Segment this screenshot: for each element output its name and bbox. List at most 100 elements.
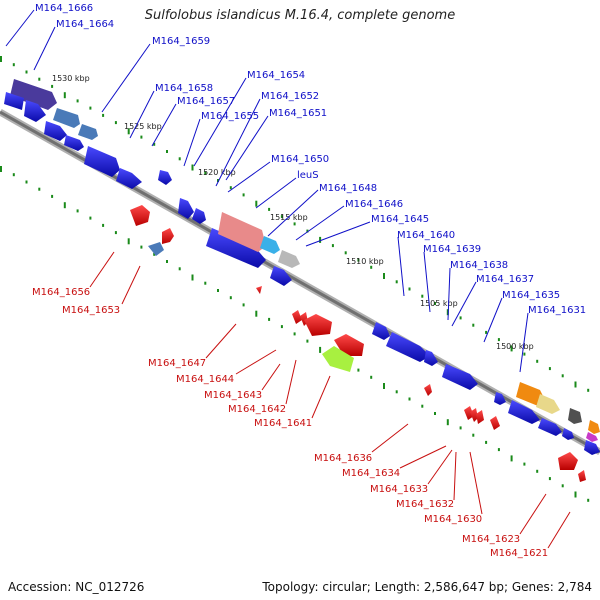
forward-genes (4, 79, 600, 455)
scale-tick (102, 113, 105, 117)
gene-label: M164_1632 (396, 499, 454, 510)
scale-tick (408, 287, 411, 291)
scale-tick (344, 251, 347, 255)
kbp-label: 1515 kbp (270, 213, 308, 222)
scale-tick (255, 200, 258, 207)
gene-label: M164_1658 (155, 83, 213, 94)
kbp-label: 1510 kbp (346, 257, 384, 266)
scale-tick (76, 99, 79, 103)
gene-m164-1621 (578, 470, 586, 482)
scale-tick (370, 265, 373, 269)
gene-block-4 (64, 135, 84, 151)
gene-block-2 (24, 100, 46, 122)
scale-tick (140, 245, 143, 249)
scale-tick (153, 142, 156, 146)
scale-tick (268, 207, 271, 211)
scale-tick (587, 388, 590, 392)
gene-label: M164_1653 (62, 305, 120, 316)
scale-tick (293, 332, 296, 336)
scale-tick (574, 491, 577, 498)
scale-tick (561, 484, 564, 488)
scale-tick (331, 244, 334, 248)
scale-tick (421, 404, 424, 408)
gene-m164-1666 (10, 79, 57, 110)
scale-tick (191, 164, 194, 171)
gene-block-9 (562, 428, 574, 440)
gene-m164-1639 (386, 332, 430, 362)
gene-label: M164_1654 (247, 70, 305, 81)
gene-label: M164_1638 (450, 260, 508, 271)
kbp-label: 1500 kbp (496, 342, 534, 351)
kbp-label: 1505 kbp (420, 299, 458, 308)
gene-m164-1640 (372, 322, 390, 340)
scale-tick (217, 289, 219, 292)
genome-title: Sulfolobus islandicus M.16.4, complete g… (144, 8, 456, 23)
scale-tick (536, 359, 539, 363)
gene-label: M164_1659 (152, 36, 210, 47)
scale-tick (114, 121, 117, 125)
gene-m164-1658 (84, 146, 120, 177)
gene-label: M164_1657 (177, 96, 235, 107)
gene-m164-1642 (304, 314, 332, 336)
bottom-gene-labels: M164_1656 M164_1653 M164_1647 M164_1644 … (32, 251, 571, 559)
gene-m164-1632 (476, 410, 484, 424)
scale-tick (166, 150, 168, 153)
scale-tick (523, 462, 526, 466)
gene-label: M164_1666 (35, 3, 93, 14)
gene-block-8 (538, 418, 562, 436)
scale-tick (63, 92, 66, 99)
gene-label: M164_1646 (345, 199, 403, 210)
scale-tick (370, 375, 373, 379)
gene-label: M164_1631 (528, 305, 586, 316)
gene-label: M164_1639 (423, 244, 481, 255)
gene-m164-1655 (158, 170, 172, 185)
scale-tick (255, 310, 258, 317)
scale-tick (204, 281, 207, 285)
scale-tick (229, 186, 232, 190)
gene-label: M164_1647 (148, 358, 206, 369)
scale-tick (140, 135, 143, 139)
gene-m164-1664 (53, 108, 80, 128)
scale-tick (497, 338, 500, 342)
scale-tick (548, 367, 551, 371)
gene-m164-1635 (494, 392, 506, 405)
scale-tick (497, 448, 500, 452)
scale-tick (102, 223, 105, 227)
gene-m164-1654 (178, 198, 194, 219)
gene-label: M164_1621 (490, 548, 548, 559)
scale-tick (217, 179, 219, 182)
scale-tick (434, 302, 436, 305)
gene-block-10 (588, 420, 600, 434)
scale-tick (523, 352, 526, 356)
gene-m164-1633 (470, 408, 478, 422)
gene-block-6 (536, 394, 560, 414)
scale-tick (191, 274, 194, 281)
scale-tick (89, 216, 92, 220)
gene-m164-1653-red (162, 228, 174, 244)
scale-tick (242, 303, 245, 307)
scale-tick (25, 180, 28, 184)
gene-label: M164_1642 (228, 404, 286, 415)
gene-label: M164_1655 (201, 111, 259, 122)
scale-tick (485, 330, 488, 334)
scale-tick (383, 383, 385, 389)
scale-tick (472, 433, 475, 437)
scale-tick (280, 325, 283, 329)
scale-tick (434, 412, 436, 415)
gene-label: M164_1650 (271, 154, 329, 165)
scale-tick (472, 323, 475, 327)
gene-m164-1634 (464, 406, 474, 420)
scale-tick (166, 260, 168, 263)
scale-tick (0, 56, 2, 62)
gene-m164-1631 (508, 400, 540, 424)
scale-tick (12, 173, 15, 177)
scale-tick (63, 202, 66, 209)
scale-tick (357, 368, 360, 372)
scale-tick (408, 397, 411, 401)
gene-m164-1637 (442, 364, 478, 390)
scale-tick (574, 381, 577, 388)
scale-tick (306, 339, 309, 343)
gene-label: M164_1651 (269, 108, 327, 119)
scale-tick (319, 346, 322, 353)
